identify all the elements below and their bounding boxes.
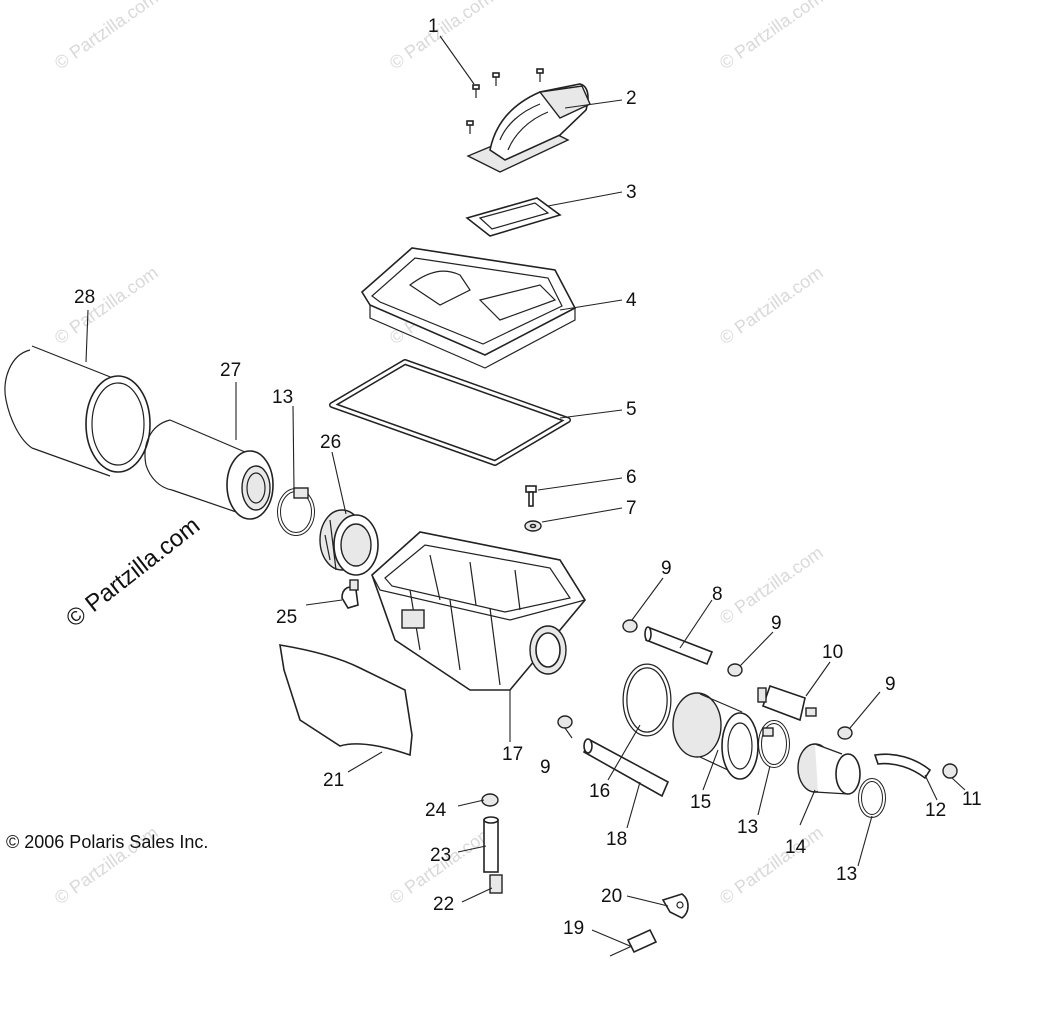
callout-3: 3: [626, 182, 637, 203]
callout-24: 24: [425, 800, 447, 821]
callout-12: 12: [925, 800, 946, 821]
callout-6: 6: [626, 467, 637, 488]
part-19-plug: [609, 928, 658, 957]
callout-8: 8: [712, 584, 723, 605]
callout-9: 9: [771, 613, 782, 634]
part-7-washer: [524, 520, 542, 532]
copyright-notice: © 2006 Polaris Sales Inc.: [6, 832, 208, 852]
callout-13: 13: [737, 817, 758, 838]
part-26-adapter-ring: [319, 509, 379, 576]
part-4-airbox-cover: [360, 247, 577, 369]
part-22-fitting: [489, 874, 503, 894]
partzilla-watermark: © Partzilla.com: [61, 512, 205, 633]
callout-18: 18: [606, 829, 627, 850]
part-3-gasket: [465, 197, 562, 237]
part-5-seal: [329, 359, 571, 466]
part-11-cap: [942, 763, 958, 779]
part-9-clamp-2: [727, 663, 743, 677]
part-13-clamp-middle: [758, 720, 790, 768]
watermark: © Partzilla.com: [716, 0, 827, 73]
callout-13: 13: [272, 387, 293, 408]
part-12-hose: [873, 753, 932, 780]
part-21-filter-plate: [279, 644, 413, 757]
part-8-tube: [644, 626, 714, 666]
callout-1: 1: [428, 16, 439, 37]
callout-labels: 1 2 3 4 5 6 7 8 9 9 9 9 10 11 12 13 13 1…: [74, 16, 982, 939]
callout-4: 4: [626, 290, 637, 311]
callout-21: 21: [323, 770, 344, 791]
callout-9: 9: [885, 674, 896, 695]
callout-2: 2: [626, 88, 637, 109]
callout-27: 27: [220, 360, 241, 381]
part-14-coupler: [797, 743, 861, 795]
callout-25: 25: [276, 607, 297, 628]
part-9-clamp-3: [837, 726, 853, 740]
callout-17: 17: [502, 744, 523, 765]
part-27-air-filter: [144, 419, 274, 520]
callout-14: 14: [785, 837, 807, 858]
part-6-bolt: [525, 485, 537, 507]
part-20-bracket: [661, 893, 689, 919]
callout-9: 9: [540, 757, 551, 778]
callout-9: 9: [661, 558, 672, 579]
leader-lines: [85, 35, 966, 947]
callout-19: 19: [563, 918, 584, 939]
part-25-clip: [341, 579, 359, 609]
callout-11: 11: [962, 789, 982, 810]
callout-26: 26: [320, 432, 341, 453]
part-28-pre-filter: [4, 345, 151, 478]
callout-22: 22: [433, 894, 454, 915]
part-9-clamp-4: [557, 715, 573, 729]
callout-7: 7: [626, 498, 637, 519]
part-23-drain-tube: [483, 816, 499, 873]
callout-23: 23: [430, 845, 451, 866]
part-15-boot: [672, 692, 759, 780]
callout-28: 28: [74, 287, 95, 308]
part-10-drain-valve: [757, 684, 817, 722]
part-16-o-ring: [622, 663, 672, 737]
part-17-airbox-housing: [371, 531, 586, 691]
part-24-clamp: [481, 793, 499, 807]
callout-16: 16: [589, 781, 610, 802]
part-9-clamp-1: [622, 619, 638, 633]
part-13-clamp-lower: [858, 778, 886, 818]
callout-10: 10: [822, 642, 843, 663]
watermark: © Partzilla.com: [386, 0, 497, 73]
part-1-screws: [466, 68, 544, 134]
part-13-clamp-upper: [277, 487, 315, 536]
callout-5: 5: [626, 399, 637, 420]
callout-13: 13: [836, 864, 857, 885]
part-18-pipe: [582, 738, 670, 798]
watermark: © Partzilla.com: [51, 0, 162, 73]
part-2-intake-snorkel: [466, 83, 591, 173]
watermark: © Partzilla.com: [716, 822, 827, 908]
watermark: © Partzilla.com: [51, 262, 162, 348]
callout-15: 15: [690, 792, 711, 813]
callout-20: 20: [601, 886, 622, 907]
watermark: © Partzilla.com: [716, 262, 827, 348]
